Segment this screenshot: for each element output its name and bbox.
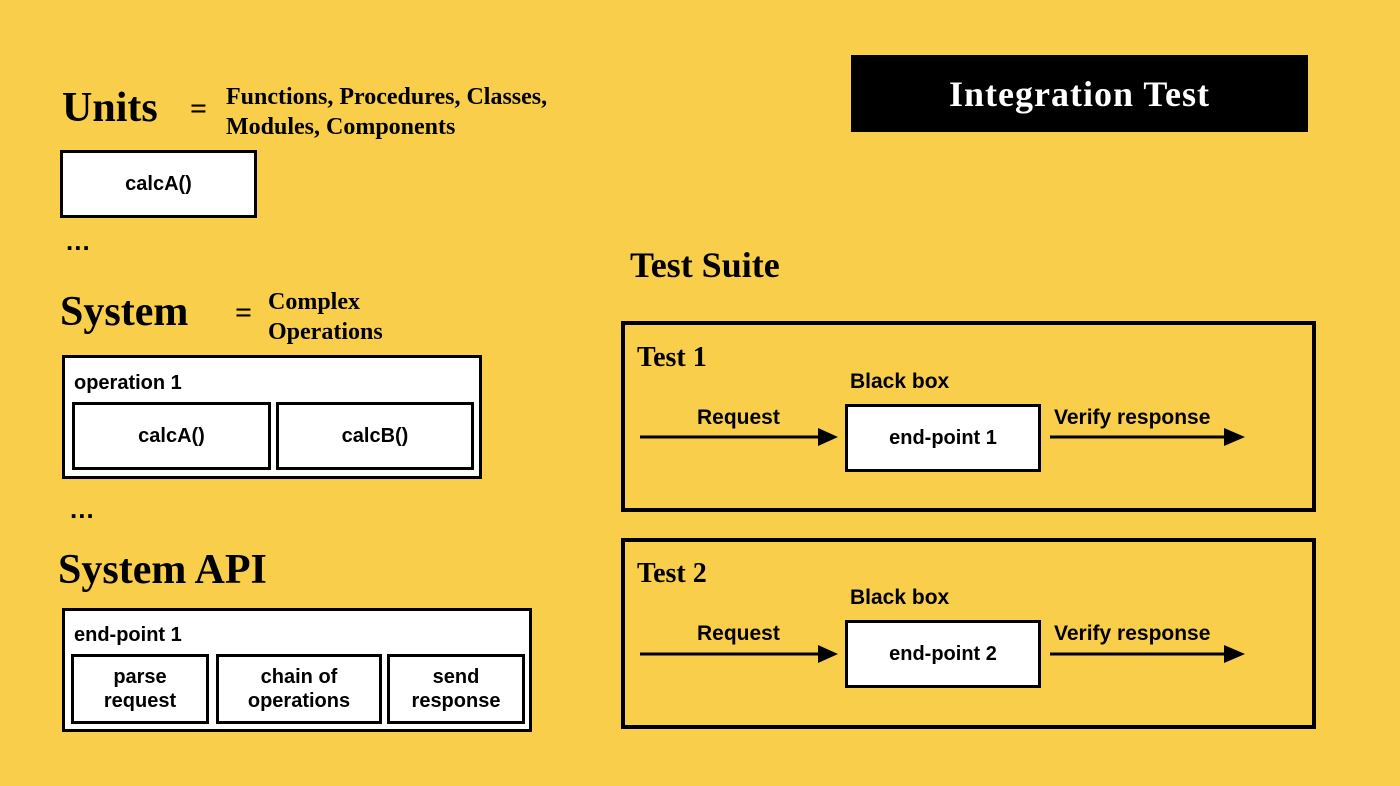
- test-1-blackbox-label: Black box: [850, 370, 950, 393]
- chain-of-operations-box: chain of operations: [216, 654, 382, 724]
- test-2-frame: [621, 538, 1316, 729]
- test-1-verify-label: Verify response: [1054, 406, 1211, 429]
- system-description: Complex Operations: [268, 289, 383, 345]
- system-heading: System: [60, 289, 189, 335]
- endpoint-1-title: end-point 1: [74, 624, 182, 646]
- test-1-response-arrow: [1050, 428, 1245, 446]
- test-1-request-label: Request: [697, 406, 780, 429]
- ellipsis-1: ...: [66, 226, 91, 256]
- test-2-verify-label: Verify response: [1054, 622, 1211, 645]
- send-response-box: send response: [387, 654, 525, 724]
- operation-1-title: operation 1: [74, 372, 182, 394]
- operation-calcB-box: calcB(): [276, 402, 474, 470]
- units-calcA-label: calcA(): [125, 172, 192, 195]
- test-2-response-arrow: [1050, 645, 1245, 663]
- test-1-request-arrow: [640, 428, 838, 446]
- test-2-request-arrow: [640, 645, 838, 663]
- test-2-title: Test 2: [637, 558, 707, 589]
- operation-calcA-box: calcA(): [72, 402, 271, 470]
- test-2-request-label: Request: [697, 622, 780, 645]
- operation-calcB-label: calcB(): [341, 424, 409, 447]
- units-equals-sign: =: [190, 92, 208, 125]
- operation-1-container: operation 1 calcA() calcB(): [62, 355, 482, 479]
- test-1-endpoint-box: end-point 1: [845, 404, 1041, 472]
- test-1-frame: [621, 321, 1316, 512]
- system-equals-sign: =: [235, 296, 253, 329]
- chain-of-operations-label: chain of operations: [247, 666, 351, 712]
- units-heading: Units: [62, 85, 158, 131]
- system-api-heading: System API: [58, 547, 267, 593]
- operation-calcA-label: calcA(): [138, 424, 205, 447]
- units-calcA-box: calcA(): [60, 150, 257, 218]
- test-suite-heading: Test Suite: [630, 245, 780, 285]
- test-2-endpoint-box: end-point 2: [845, 620, 1041, 688]
- test-1-title: Test 1: [637, 342, 707, 373]
- test-2-blackbox-label: Black box: [850, 586, 950, 609]
- endpoint-1-container: end-point 1 parse request chain of opera…: [62, 608, 532, 732]
- ellipsis-2: ...: [70, 494, 95, 524]
- parse-request-label: parse request: [103, 666, 177, 712]
- send-response-label: send response: [411, 666, 501, 712]
- units-description: Functions, Procedures, Classes, Modules,…: [226, 84, 548, 140]
- parse-request-box: parse request: [71, 654, 209, 724]
- test-2-endpoint-label: end-point 2: [889, 642, 997, 665]
- integration-test-badge: Integration Test: [851, 55, 1308, 132]
- test-1-endpoint-label: end-point 1: [889, 426, 997, 449]
